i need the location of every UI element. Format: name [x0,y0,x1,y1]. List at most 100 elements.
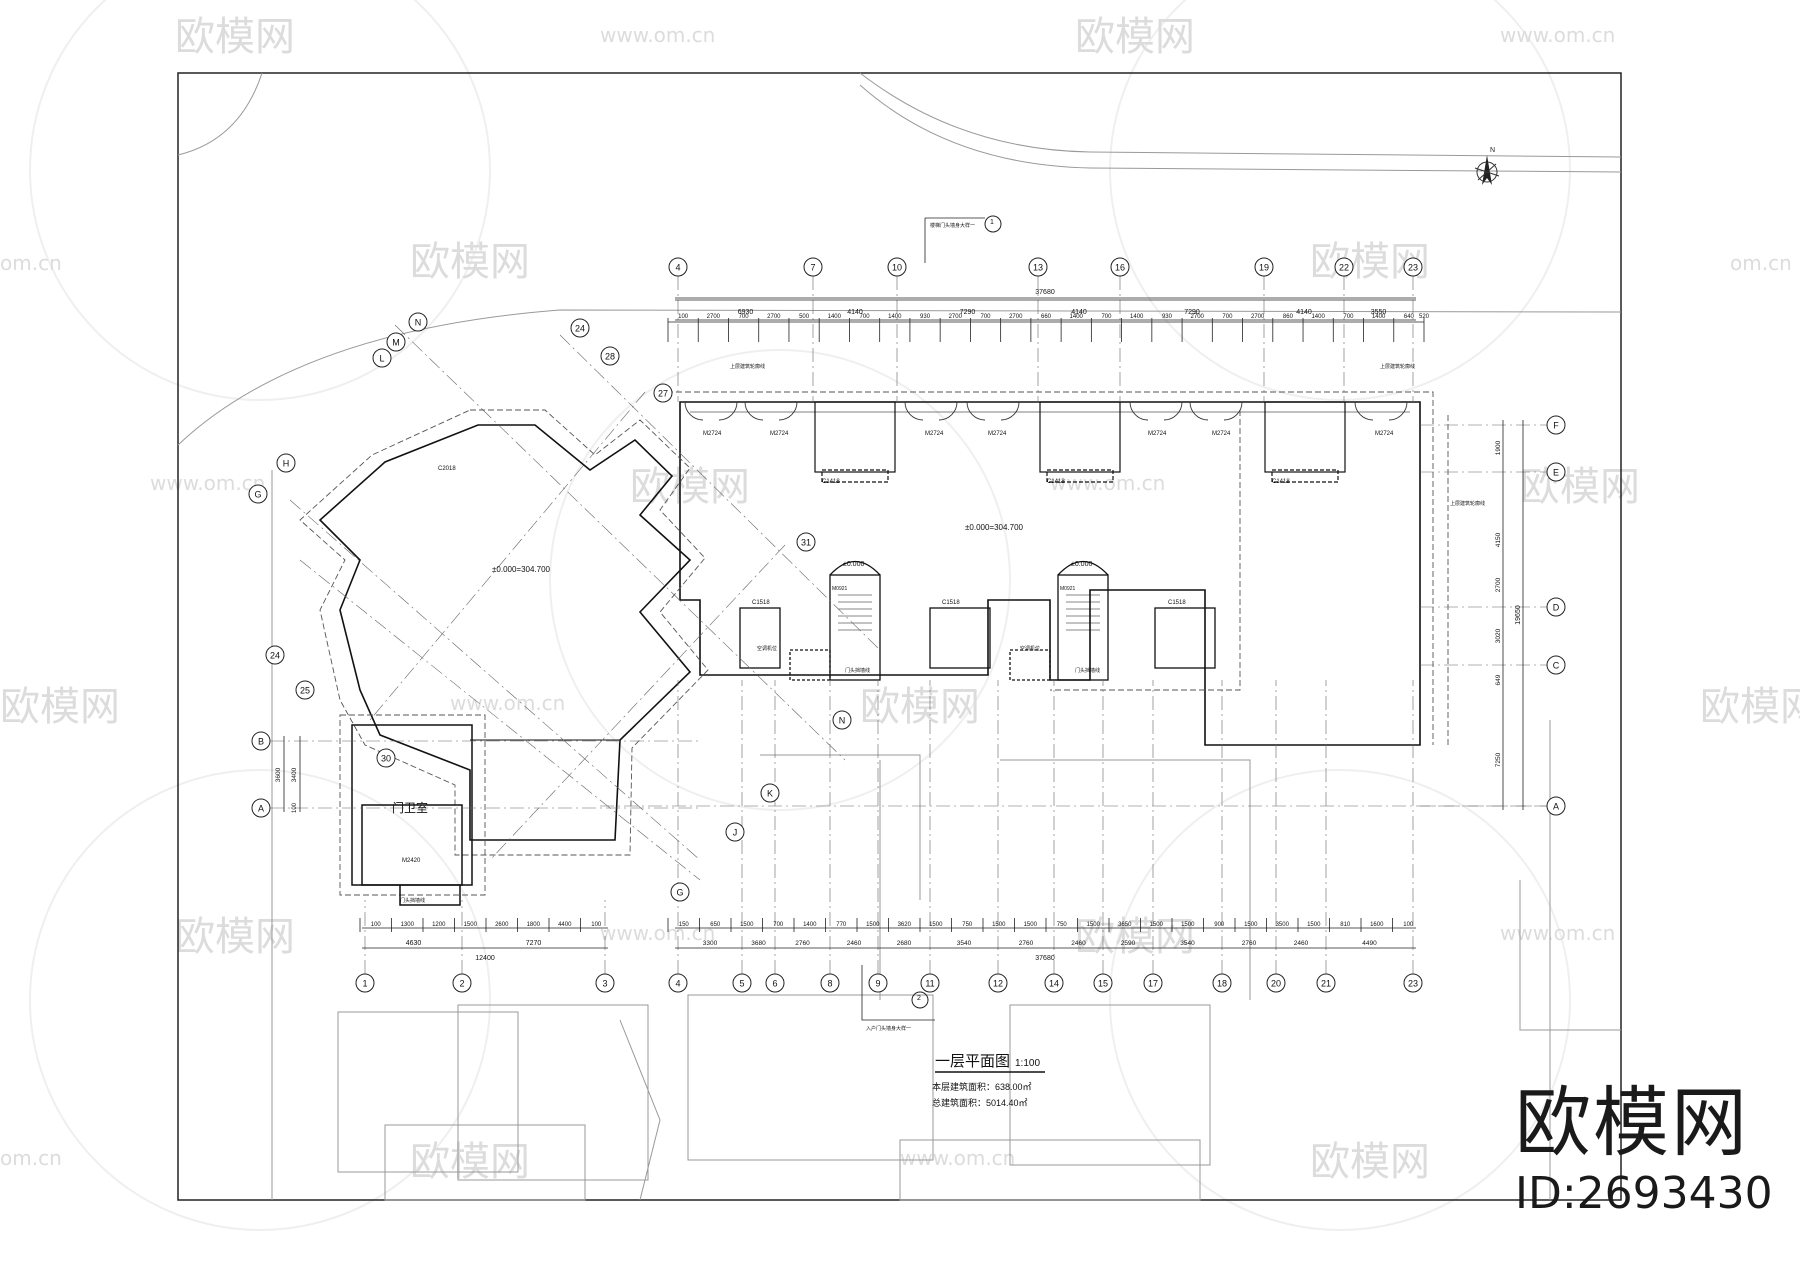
dimension-label: 2460 [1071,940,1086,947]
door-label: M2724 [1212,431,1231,437]
drawing-title: 一层平面图 [935,1053,1010,1070]
stair-cores [739,561,1216,681]
dimension-label: 1400 [1130,314,1144,320]
axis-bubble-label: 24 [575,324,585,334]
drawing-scale: 1:100 [1015,1058,1040,1069]
axis-bubble-label: 30 [381,754,391,764]
axis-bubble-circle [1028,257,1048,277]
axis-bubble-circle [600,346,620,366]
axis-bubble-label: 4 [675,979,680,989]
diagonal-upper-outline [299,409,709,856]
axis-bubble-diagonal: 25 [295,680,315,700]
axis-bubble-diagonal: 27 [653,383,673,403]
dimension-label: 1400 [828,314,842,320]
axis-bubble-circle [408,312,428,332]
axis-bubble-top: 16 [1110,257,1130,277]
dimension-label: 100 [678,314,689,320]
window-label: C1518 [752,600,770,606]
axis-bubble-circle [1403,257,1423,277]
window-label: C1518 [942,600,960,606]
watermark-brand: 欧模网 [860,684,980,730]
dimension-label: 770 [836,922,847,928]
axis-bubble-circle [803,257,823,277]
axis-bubble-circle [670,882,690,902]
watermark-url: www.om.cn [600,23,715,47]
dimension-label: 1500 [1244,922,1258,928]
dimension-label: 1500 [1181,922,1195,928]
axis-bubble-label: 9 [875,979,880,989]
title-block: 一层平面图 1:100 本层建筑面积：638.00㎡ 总建筑面积：5014.40… [932,1053,1045,1108]
axis-bubble-circle [276,453,296,473]
axis-bubble-label: 13 [1033,263,1043,273]
entry-note: 门头挡墙线 [845,667,870,674]
axis-bubble-top: 23 [1403,257,1423,277]
axis-bubble-circle [1110,257,1130,277]
window-label: C1418 [822,479,840,485]
axis-bubble-bottom: 15 [1093,973,1113,993]
upper-line-note: 上层建筑轮廓线 [1450,500,1485,507]
axis-bubble-top: 22 [1334,257,1354,277]
axis-bubble-label: 22 [1339,263,1349,273]
axis-bubble-label: M [392,338,400,348]
axis-bubble-bottom: 6 [765,973,785,993]
window-label: C1518 [1168,600,1186,606]
door-label: M2724 [1375,431,1394,437]
dimension-label: 4140 [847,309,863,316]
axis-bubble-diagonal: G [248,484,268,504]
axis-bubble-right: A [1546,796,1566,816]
axis-bubbles-left: BA [251,731,271,818]
axis-bubble-bottom: 20 [1266,973,1286,993]
dimension-label: 900 [1214,922,1225,928]
axis-bubble-circle [1546,655,1566,675]
axis-bubble-circle [653,383,673,403]
dimension-label: 500 [799,314,810,320]
diagonal-wing-outline [318,424,692,841]
dimension-label: 37680 [1035,289,1055,296]
watermark-brand: 欧模网 [1075,914,1195,960]
axis-bubble-circle [1044,973,1064,993]
dimension-label: 100 [591,922,602,928]
axis-bubble-label: 4 [675,263,680,273]
dimension-label: 1400 [1372,314,1386,320]
axis-bubble-circle [1546,796,1566,816]
dimension-label: 700 [860,314,871,320]
dimension-label: 649 [1495,674,1502,685]
dimension-label: 6930 [738,309,754,316]
dimension-label: 7290 [960,309,976,316]
axis-bubble-circle [1093,973,1113,993]
axis-bubble-label: 12 [993,979,1003,989]
axis-bubble-label: N [839,716,846,726]
axis-bubble-diagonal: 28 [600,346,620,366]
axis-bubble-label: 25 [300,686,310,696]
dimension-label: 2700 [767,314,781,320]
axis-bubble-label: 17 [1148,979,1158,989]
grid-diagonal [289,324,881,881]
axis-bubble-label: 1 [362,979,367,989]
dimension-label: 100 [292,802,298,813]
dimension-label: 1400 [1070,314,1084,320]
axis-bubble-circle [1546,597,1566,617]
axis-bubble-diagonal: J [725,822,745,842]
dimension-label: 37680 [1035,955,1055,962]
axis-bubble-label: 3 [602,979,607,989]
dimension-label: 2760 [1242,940,1257,947]
axis-bubble-label: D [1553,603,1560,613]
watermark-brand: 欧模网 [630,464,750,510]
axis-bubble-circle [452,973,472,993]
dimension-label: 3550 [1371,309,1387,316]
axis-bubble-circle [376,748,396,768]
window-label: C1418 [1272,479,1290,485]
axis-bubble-circle [668,257,688,277]
axis-bubble-label: 10 [892,263,902,273]
dimension-label: 3540 [1180,940,1195,947]
watermark-brand: 欧模网 [175,14,295,60]
dimension-label: 750 [1057,922,1068,928]
watermark-url-short: om.cn [0,1146,62,1170]
watermark-layer: 欧模网 欧模网 欧模网 欧模网 欧模网 欧模网 欧模网 欧模网 欧模网 欧模网 … [0,0,1800,1231]
axis-bubble-circle [355,973,375,993]
dimension-label: 150 [679,922,690,928]
axis-bubble-diagonal: N [832,710,852,730]
